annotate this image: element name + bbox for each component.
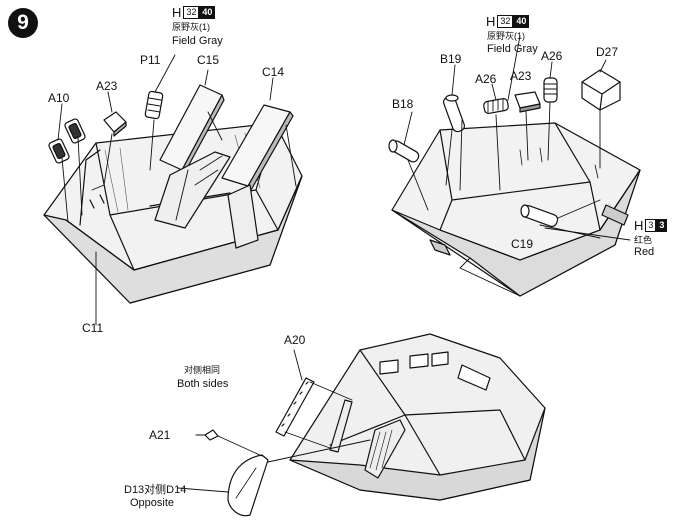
part-d13 xyxy=(227,454,269,517)
paint-code-filled: 40 xyxy=(199,6,216,19)
part-a26-2 xyxy=(543,77,558,103)
paint-code-filled: 3 xyxy=(656,219,668,232)
paint-code-outline: 3 xyxy=(645,219,657,232)
label-c14: C14 xyxy=(262,65,285,79)
note-both-sides-cn: 对侧相同 xyxy=(184,365,221,375)
part-a23-right xyxy=(514,91,541,113)
part-a20 xyxy=(275,377,315,437)
label-d27: D27 xyxy=(596,45,619,59)
part-a10 xyxy=(48,118,86,164)
paint-code-red: H 3 3 xyxy=(634,218,668,233)
note-both-sides-en: Both sides xyxy=(177,378,229,390)
leaders-left xyxy=(57,54,297,326)
step-number: 9 xyxy=(8,8,38,38)
label-b19: B19 xyxy=(440,52,462,66)
label-c19: C19 xyxy=(511,237,534,251)
paint-prefix: H xyxy=(172,5,182,20)
paint-name-en-red: Red xyxy=(634,246,655,258)
label-opposite: Opposite xyxy=(130,497,175,509)
hull-bottom xyxy=(289,333,546,501)
paint-code-field-gray-1: H 32 40 xyxy=(172,5,216,20)
part-a23-left xyxy=(103,111,127,137)
label-a21: A21 xyxy=(149,428,171,442)
part-a21 xyxy=(204,429,219,441)
label-a23-right: A23 xyxy=(510,69,532,83)
paint-code-field-gray-2: H 32 40 xyxy=(486,14,530,29)
paint-name-en-1: Field Gray xyxy=(172,35,223,47)
paint-code-filled: 40 xyxy=(513,15,530,28)
part-d27 xyxy=(581,69,621,111)
label-a26-1: A26 xyxy=(475,72,497,86)
leaders-bottom xyxy=(177,349,371,493)
part-b19 xyxy=(443,94,465,133)
part-a26-1 xyxy=(483,98,509,114)
paint-name-cn-1: 原野灰(1) xyxy=(172,22,210,32)
paint-name-en-2: Field Gray xyxy=(487,43,538,55)
paint-prefix: H xyxy=(486,14,496,29)
part-p11 xyxy=(144,90,164,120)
paint-prefix: H xyxy=(634,218,644,233)
paint-name-cn-2: 原野灰(1) xyxy=(487,31,525,41)
label-c11: C11 xyxy=(82,321,104,335)
part-c19 xyxy=(520,204,559,227)
part-b18 xyxy=(388,139,420,163)
paint-name-cn-red: 红色 xyxy=(634,235,653,245)
label-p11: P11 xyxy=(140,53,161,67)
paint-code-outline: 32 xyxy=(183,6,200,19)
label-d13-d14: D13对侧D14 xyxy=(124,484,187,496)
paint-code-outline: 32 xyxy=(497,15,514,28)
part-c14 xyxy=(221,104,294,249)
label-a23-left: A23 xyxy=(96,79,118,93)
hull-right xyxy=(391,122,641,297)
leaders-right xyxy=(403,35,631,241)
label-c15: C15 xyxy=(197,53,220,67)
part-c15 xyxy=(154,84,231,229)
label-a20: A20 xyxy=(284,333,306,347)
label-a10: A10 xyxy=(48,91,70,105)
label-a26-2: A26 xyxy=(541,49,563,63)
label-b18: B18 xyxy=(392,97,414,111)
